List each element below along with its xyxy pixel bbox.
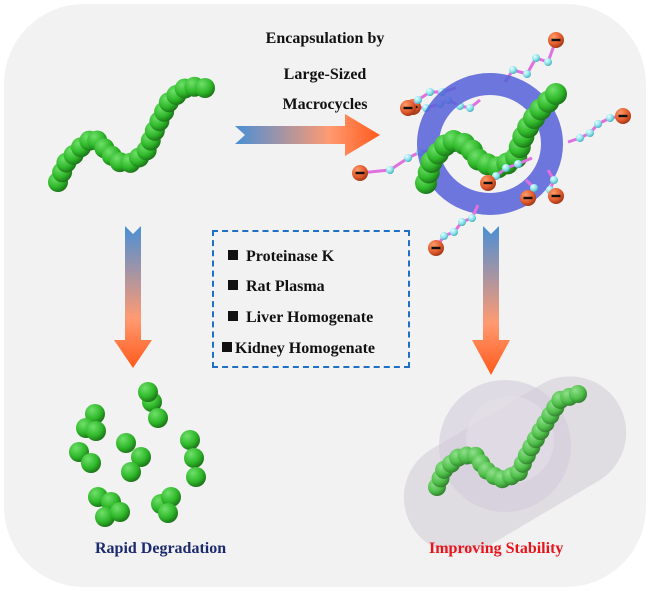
right-stabilization-arrow [472,226,510,375]
linker-node [544,58,552,66]
linker-node [594,120,602,128]
free-amino-acid-bead [161,487,181,507]
linker-node [450,228,458,236]
linker-node [458,218,466,226]
free-amino-acid-bead [116,433,136,453]
minus-charge-icon [551,194,561,198]
linker-node [576,134,584,142]
degraded-amino-acids [69,382,206,527]
free-peptide-chain [48,76,215,192]
free-amino-acid-bead [184,448,204,468]
free-amino-acid-bead [148,408,168,428]
free-amino-acid-bead [81,453,101,473]
peptide-bead [569,385,587,403]
host-guest-complex [352,32,631,256]
condition-label: Liver Homogenate [246,309,374,326]
bullet-square-icon [228,280,238,290]
linker-node [466,104,474,112]
free-amino-acid-bead [158,503,178,523]
bullet-square-icon [228,250,238,260]
title-line-2: Large-Sized [283,66,367,83]
free-amino-acid-bead [138,382,158,402]
minus-charge-icon [483,181,493,185]
minus-charge-icon [355,171,365,175]
minus-charge-icon [523,196,533,200]
linker-node [532,54,540,62]
linker-node [414,96,422,104]
condition-item: Kidney Homogenate [222,340,375,358]
condition-label: Kidney Homogenate [235,340,375,357]
condition-label: Proteinase K [246,248,335,265]
left-degradation-arrow [114,226,152,368]
linker-node [514,160,522,168]
condition-item: Rat Plasma [228,278,325,296]
condition-label: Rat Plasma [246,278,325,295]
stabilized-peptide-chain [428,385,587,496]
encapsulated-peptide-chain [415,83,567,194]
minus-charge-icon [551,38,561,42]
improving-stability-label: Improving Stability [429,540,564,557]
encapsulation-arrow [235,114,380,156]
linker-node [502,164,510,172]
free-amino-acid-bead [110,502,130,522]
macrocycle-ring [417,73,563,215]
condition-item: Liver Homogenate [228,309,373,327]
linker-node [586,129,594,137]
linker-node [530,184,538,192]
free-amino-acid-bead [121,462,141,482]
linker-node [523,70,531,78]
linker-node [440,232,448,240]
minus-charge-icon [403,106,413,110]
free-amino-acid-bead [186,467,206,487]
linker-node [404,154,412,162]
free-amino-acid-bead [86,421,106,441]
degradation-conditions-box: Proteinase K Rat Plasma Liver Homogenate… [212,230,410,368]
condition-item: Proteinase K [228,248,334,266]
bullet-square-icon [228,311,238,321]
title-line-1: Encapsulation by [265,30,385,47]
minus-charge-icon [431,246,441,250]
title-line-3: Macrocycles [282,96,368,113]
free-amino-acid-bead [131,447,151,467]
bullet-square-icon [222,342,232,352]
peptide-bead [545,83,567,105]
linker-node [550,176,558,184]
linker-node [386,166,394,174]
linker-node [426,88,434,96]
minus-charge-icon [618,114,628,118]
rapid-degradation-label: Rapid Degradation [95,540,227,557]
linker-node [606,114,614,122]
peptide-bead [195,78,215,98]
free-amino-acid-bead [180,430,200,450]
linker-node [509,66,517,74]
linker-node [468,214,476,222]
anionic-arms-front [428,156,564,256]
